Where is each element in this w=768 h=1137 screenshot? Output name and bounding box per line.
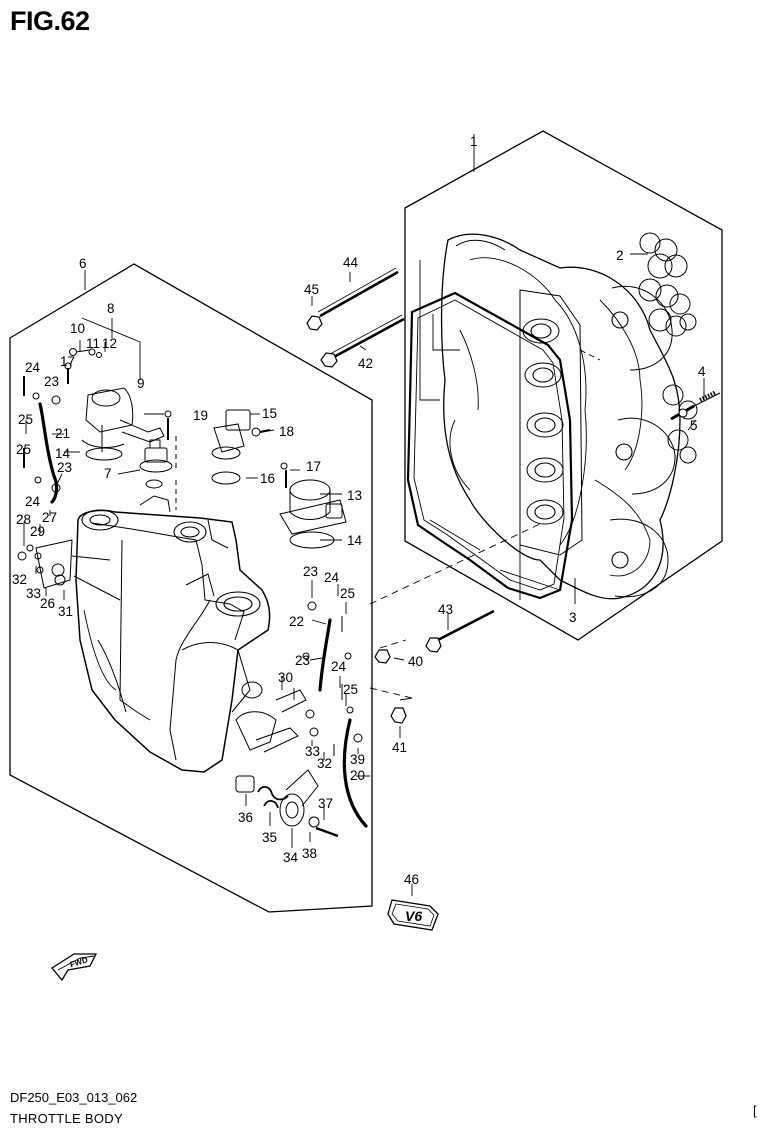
callout-c11: 11 xyxy=(86,336,100,351)
callout-c13: 13 xyxy=(347,488,362,503)
throttle-body-panel xyxy=(9,263,373,913)
callout-c23c: 23 xyxy=(303,564,318,579)
o-ring-gaskets xyxy=(638,232,698,464)
manifold-gasket xyxy=(406,291,574,600)
panel-outline-right xyxy=(404,130,723,641)
callout-c40: 40 xyxy=(408,654,423,669)
callout-c39: 39 xyxy=(350,752,365,767)
callout-c31: 31 xyxy=(58,604,73,619)
throttle-lever-parts xyxy=(235,616,363,838)
throttle-valve-13 xyxy=(279,479,347,549)
callout-c8: 8 xyxy=(107,301,115,316)
small-fasteners xyxy=(17,348,317,660)
callout-c19: 19 xyxy=(193,408,208,423)
callout-c26: 26 xyxy=(40,596,55,611)
callout-c25c: 25 xyxy=(340,586,355,601)
callout-c21: 21 xyxy=(55,426,70,441)
callout-c14a: 14 xyxy=(55,446,71,461)
callout-c7: 7 xyxy=(104,466,112,481)
callout-c1: 1 xyxy=(470,134,478,149)
callout-c17b: 17 xyxy=(306,459,321,474)
sensor-15 xyxy=(175,409,251,510)
callout-c24d: 24 xyxy=(331,659,347,674)
callout-c33b: 33 xyxy=(305,744,320,759)
lever-assembly xyxy=(35,539,121,601)
callout-c45: 45 xyxy=(304,282,319,297)
link-rod-20 xyxy=(342,718,368,828)
callout-c9: 9 xyxy=(137,376,145,391)
callout-c20: 20 xyxy=(350,768,365,783)
callout-c24c: 24 xyxy=(324,570,340,585)
callout-c23d: 23 xyxy=(295,653,310,668)
panel-outline-left xyxy=(9,263,373,913)
throttle-housing xyxy=(75,509,271,773)
callout-c18: 18 xyxy=(279,424,294,439)
v6-badge: V6 xyxy=(387,899,439,931)
callout-c12: 12 xyxy=(102,336,117,351)
callout-c14b: 14 xyxy=(347,533,363,548)
callout-c32b: 32 xyxy=(317,756,332,771)
throttle-sensor xyxy=(139,439,173,489)
callout-c42: 42 xyxy=(358,356,373,371)
leader-lines xyxy=(23,134,705,896)
diagram-name: THROTTLE BODY xyxy=(10,1111,123,1126)
isc-valve xyxy=(81,387,165,461)
callout-c23b: 23 xyxy=(57,460,72,475)
callout-c17a: 17 xyxy=(60,354,75,369)
callout-c33a: 33 xyxy=(26,586,41,601)
callout-c46: 46 xyxy=(404,872,419,887)
callout-c29: 29 xyxy=(30,524,45,539)
page-mark: [ xyxy=(753,1103,757,1118)
diagram-code: DF250_E03_013_062 xyxy=(10,1090,138,1105)
callout-c4: 4 xyxy=(698,364,706,379)
callout-c25d: 25 xyxy=(343,682,358,697)
callout-c34: 34 xyxy=(283,850,299,865)
callout-c22: 22 xyxy=(289,614,304,629)
link-rod-22 xyxy=(318,618,332,692)
callout-c10: 10 xyxy=(70,321,85,336)
callout-c35: 35 xyxy=(262,830,277,845)
callout-c24b: 24 xyxy=(25,494,41,509)
callout-c3: 3 xyxy=(569,610,577,625)
callout-c37: 37 xyxy=(318,796,333,811)
callout-c23a: 23 xyxy=(44,374,59,389)
callout-c38: 38 xyxy=(302,846,317,861)
callout-c44: 44 xyxy=(343,255,359,270)
callout-c2: 2 xyxy=(616,248,624,263)
callout-c28: 28 xyxy=(16,512,31,527)
figure-title: FIG.62 xyxy=(10,6,90,36)
callout-c15: 15 xyxy=(262,406,277,421)
callout-c5: 5 xyxy=(690,418,698,433)
fwd-arrow-icon: FWD xyxy=(51,953,98,982)
callout-c6: 6 xyxy=(79,256,87,271)
callout-c43: 43 xyxy=(438,602,453,617)
callout-c32a: 32 xyxy=(12,572,27,587)
callout-c25a: 25 xyxy=(18,412,33,427)
callout-c24a: 24 xyxy=(25,360,41,375)
callout-c30: 30 xyxy=(278,670,293,685)
manifold-body xyxy=(440,233,681,600)
callout-c41: 41 xyxy=(392,740,407,755)
callout-c16: 16 xyxy=(260,471,275,486)
callout-c27: 27 xyxy=(42,510,57,525)
link-rod-21 xyxy=(38,402,59,504)
intake-manifold-panel xyxy=(306,130,723,724)
callout-c36: 36 xyxy=(238,810,253,825)
callout-c25b: 25 xyxy=(16,442,31,457)
v6-badge-text: V6 xyxy=(405,908,422,924)
